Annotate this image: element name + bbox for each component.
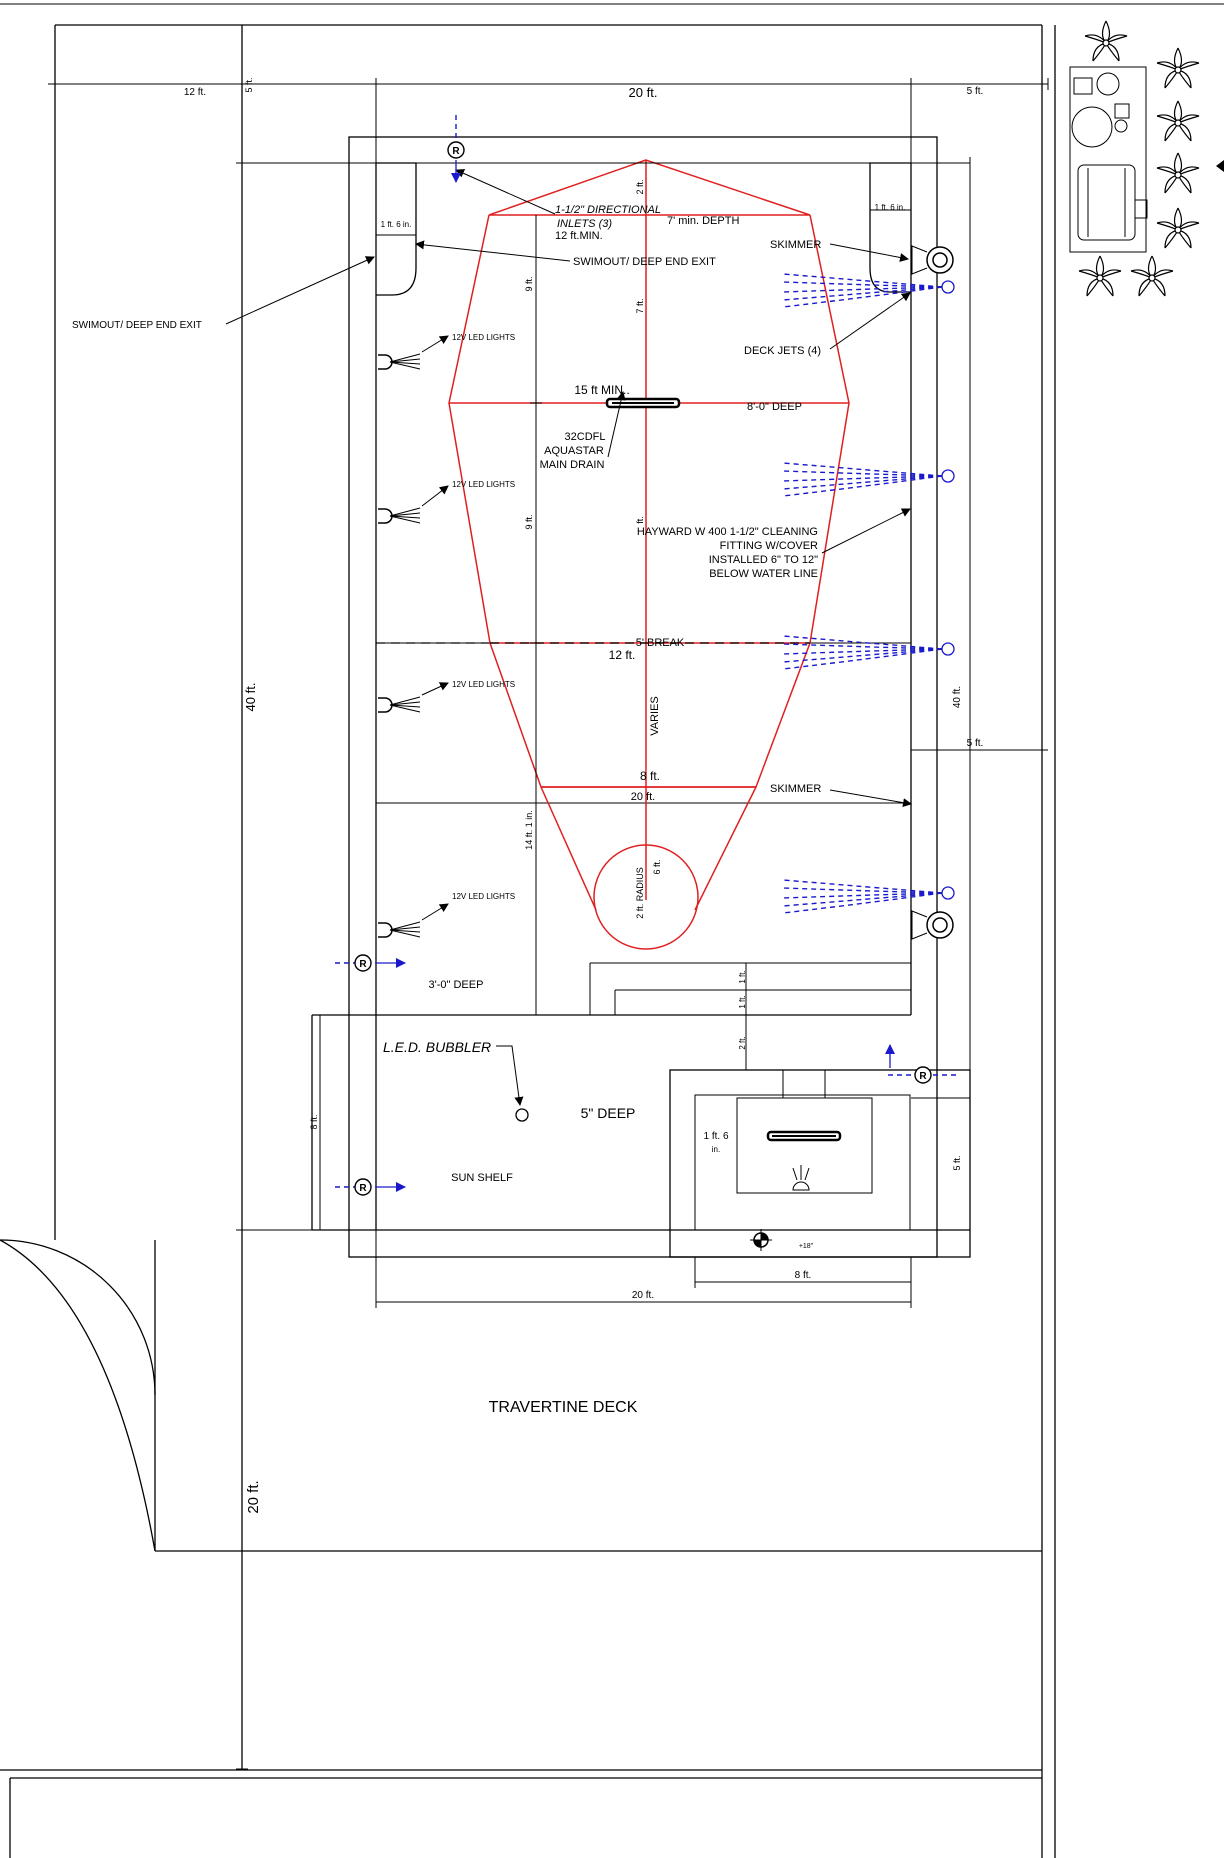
width-15ft: 15 ft MIN.. bbox=[574, 383, 629, 397]
dim-right-setback-top: 5 ft. bbox=[967, 86, 984, 97]
dim-top-setback-left: 5 ft. bbox=[244, 77, 254, 92]
dim-9ft-a: 9 ft. bbox=[524, 276, 534, 291]
dim-radius: 2 ft. RADIUS bbox=[635, 867, 645, 919]
dim-spa-step-in: in. bbox=[712, 1145, 720, 1154]
cleaning-fitting-label-3: INSTALLED 6" TO 12" bbox=[709, 554, 818, 566]
dim-swimout-right: 1 ft. 6 in. bbox=[875, 203, 906, 212]
dim-1ft-b: 1 ft. bbox=[738, 995, 747, 1008]
led-lights-label-4: 12V LED LIGHTS bbox=[452, 892, 515, 901]
led-lights-label-2: 12V LED LIGHTS bbox=[452, 480, 515, 489]
dim-deck-depth: 20 ft. bbox=[245, 1480, 262, 1513]
dim-right-setback-mid: 5 ft. bbox=[967, 738, 984, 749]
return-marker-left-2: R bbox=[359, 1183, 367, 1194]
equipment-pad bbox=[1069, 66, 1148, 253]
min-12ft: 12 ft.MIN. bbox=[555, 230, 603, 242]
elevation-label: +18" bbox=[799, 1243, 814, 1250]
dim-2ft-top: 2 ft. bbox=[635, 179, 645, 194]
directional-inlets-line1: 1-1/2" DIRECTIONAL bbox=[555, 204, 661, 216]
skimmer-icons bbox=[911, 245, 954, 940]
width-12ft: 12 ft. bbox=[609, 648, 636, 662]
dim-9ft-b: 9 ft. bbox=[524, 514, 534, 529]
pointer-arrow-icon bbox=[1216, 160, 1224, 172]
dim-spa-width: 8 ft. bbox=[795, 1270, 812, 1281]
swimout-outer-label: SWIMOUT/ DEEP END EXIT bbox=[72, 320, 202, 331]
dim-1ft-a: 1 ft. bbox=[738, 970, 747, 983]
bubbler-label: L.E.D. BUBBLER bbox=[383, 1039, 491, 1055]
led-lights-label-1: 12V LED LIGHTS bbox=[452, 333, 515, 342]
main-drain-label-1: 32CDFL bbox=[565, 431, 606, 443]
dim-pool-width-bottom: 20 ft. bbox=[632, 1290, 654, 1301]
main-drain-label-2: AQUASTAR bbox=[544, 445, 604, 457]
leader-arrows bbox=[225, 169, 912, 1106]
cleaning-fitting-label-2: FITTING W/COVER bbox=[720, 540, 818, 552]
led-lights-label-3: 12V LED LIGHTS bbox=[452, 680, 515, 689]
depth-8ft-label: 8'-0" DEEP bbox=[747, 401, 802, 413]
property-lines bbox=[0, 24, 1056, 1858]
return-marker-top: R bbox=[452, 146, 460, 157]
deck-label: TRAVERTINE DECK bbox=[489, 1399, 638, 1416]
dim-left-setback: 12 ft. bbox=[184, 87, 206, 98]
cleaning-fitting-label-1: HAYWARD W 400 1-1/2" CLEANING bbox=[637, 526, 818, 538]
plant-icons bbox=[1078, 20, 1200, 297]
return-marker-left-1: R bbox=[359, 959, 367, 970]
deck-jets-label: DECK JETS (4) bbox=[744, 345, 821, 357]
swimout-inner-label: SWIMOUT/ DEEP END EXIT bbox=[573, 256, 716, 268]
dim-14ft: 14 ft. 1 in. bbox=[524, 810, 534, 850]
dim-ft-center: ft. bbox=[635, 516, 645, 524]
bubbler-icon bbox=[515, 1108, 529, 1122]
dim-6ft: 6 ft. bbox=[652, 859, 662, 874]
main-drain-label-3: MAIN DRAIN bbox=[540, 459, 605, 471]
min-depth-label: 7' min. DEPTH bbox=[667, 215, 739, 227]
depth-3ft-label: 3'-0" DEEP bbox=[429, 979, 484, 991]
sun-shelf-label: SUN SHELF bbox=[451, 1172, 513, 1184]
main-drain-icon bbox=[605, 397, 681, 409]
dim-7ft: 7 ft. bbox=[635, 298, 645, 313]
spa-fountain-icon bbox=[792, 1165, 810, 1191]
skimmer-top-label: SKIMMER bbox=[770, 239, 821, 251]
deck-jet-icons bbox=[782, 273, 955, 914]
varies-label: VARIES bbox=[649, 696, 661, 736]
dim-pool-width-top: 20 ft. bbox=[629, 85, 658, 100]
width-8ft: 8 ft. bbox=[640, 769, 660, 783]
break-label: 5' BREAK bbox=[636, 637, 685, 649]
dim-overall-length: 40 ft. bbox=[243, 683, 258, 712]
depth-5in-label: 5" DEEP bbox=[581, 1105, 636, 1121]
cleaning-fitting-label-4: BELOW WATER LINE bbox=[709, 568, 818, 580]
spa-light-icon bbox=[750, 1229, 772, 1251]
directional-inlets-line2: INLETS (3) bbox=[557, 218, 612, 230]
skimmer-bottom-label: SKIMMER bbox=[770, 783, 821, 795]
width-20ft: 20 ft. bbox=[631, 791, 655, 803]
dim-swimout-left: 1 ft. 6 in. bbox=[381, 220, 412, 229]
dim-2ft-b: 2 ft. bbox=[738, 1036, 747, 1049]
return-marker-spa: R bbox=[919, 1071, 927, 1082]
deck-outline bbox=[348, 136, 938, 1258]
dim-spa-side: 5 ft. bbox=[952, 1155, 962, 1170]
dim-right-length: 40 ft. bbox=[952, 686, 963, 708]
dim-spa-step: 1 ft. 6 bbox=[703, 1131, 728, 1142]
dim-sun-shelf-depth: 8 ft. bbox=[309, 1114, 319, 1129]
return-marker-circles bbox=[354, 141, 932, 1196]
led-light-icons bbox=[378, 335, 449, 938]
dimension-lines bbox=[48, 78, 1049, 1770]
